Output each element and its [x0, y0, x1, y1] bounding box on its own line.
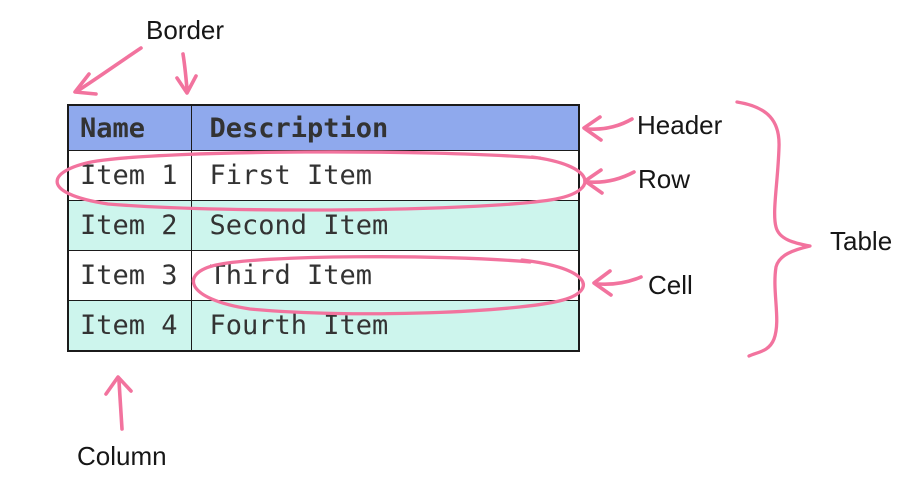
table-label: Table [830, 226, 893, 256]
cell-arrow [596, 275, 643, 287]
header-arrowhead-icon [582, 115, 603, 142]
row-arrow [587, 170, 636, 184]
column-label: Column [77, 441, 167, 471]
table-row: Item 1 First Item [67, 150, 580, 201]
border-label: Border [146, 15, 225, 45]
border-arrow-diagonal [77, 46, 143, 92]
header-cell-name: Name [67, 104, 192, 151]
table-cell: Item 4 [67, 300, 192, 352]
table-row: Item 4 Fourth Item [67, 300, 580, 352]
table-cell: Third Item [190, 250, 580, 301]
header-row: Name Description [67, 104, 580, 151]
table-row: Item 2 Second Item [67, 200, 580, 251]
border-arrow-vertical [181, 52, 189, 91]
demo-table: Name Description Item 1 First Item Item … [67, 104, 580, 352]
border-arrowhead-vertical-icon [175, 74, 198, 95]
border-arrowhead-diagonal-icon [73, 72, 98, 96]
table-cell: First Item [190, 150, 580, 201]
column-arrowhead-icon [104, 375, 133, 396]
cell-label: Cell [648, 270, 693, 300]
table-cell: Second Item [190, 200, 580, 251]
table-cell: Item 2 [67, 200, 192, 251]
column-arrow [117, 379, 124, 431]
table-cell: Item 3 [67, 250, 192, 301]
table-cell: Item 1 [67, 150, 192, 201]
row-label: Row [638, 164, 691, 194]
header-arrow [586, 117, 634, 131]
table-cell: Fourth Item [190, 300, 580, 352]
table-brace [735, 100, 812, 358]
row-arrowhead-icon [583, 168, 604, 195]
header-label: Header [637, 110, 723, 140]
table-header: Name Description [67, 104, 580, 151]
cell-arrowhead-icon [592, 269, 613, 297]
table-row: Item 3 Third Item [67, 250, 580, 301]
header-cell-description: Description [190, 104, 580, 151]
